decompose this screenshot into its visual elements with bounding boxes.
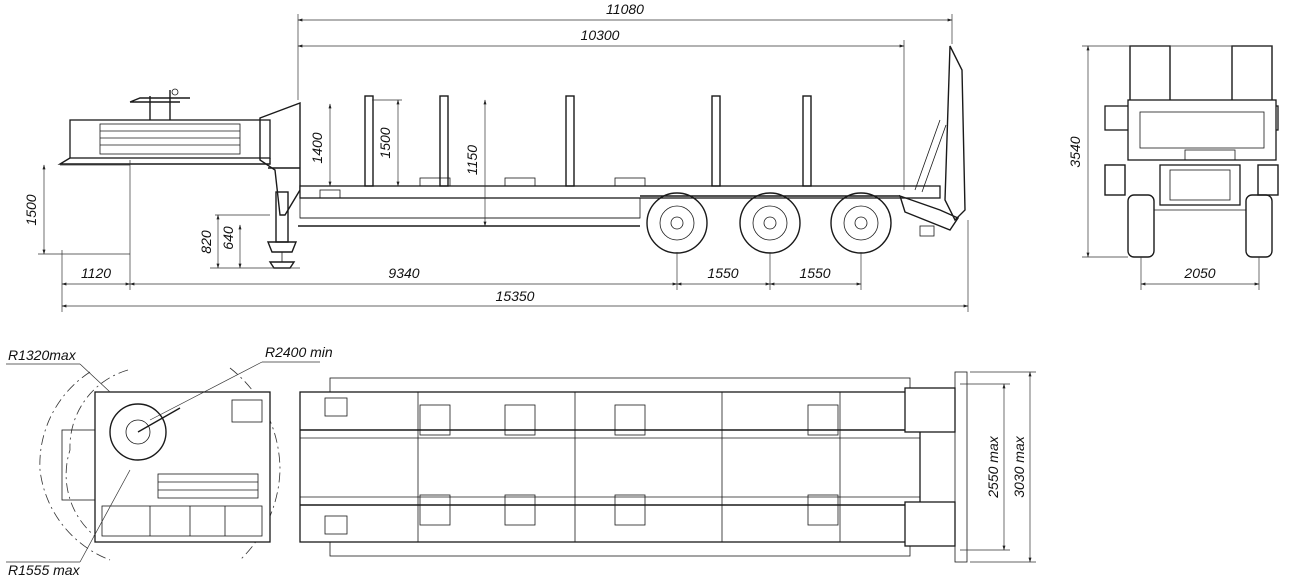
- dim-neck-height: 1400: [309, 132, 325, 163]
- top-view: 2550 max 3030 max R1320max R2400 min R15…: [6, 344, 1036, 578]
- main-deck: [298, 177, 941, 227]
- radius-front-max: R1320max: [8, 347, 77, 363]
- tractor-coupling: [57, 88, 271, 165]
- dim-leg-640: 640: [220, 226, 236, 250]
- dim-axle-spacing-1: 1550: [707, 265, 738, 281]
- dim-overall-length: 15350: [496, 288, 535, 304]
- dim-axle-spacing-2: 1550: [799, 265, 830, 281]
- dim-platform-length: 10300: [581, 27, 620, 43]
- dim-stake-height: 1500: [377, 127, 393, 158]
- dim-width-inner: 2550 max: [985, 435, 1001, 498]
- dim-kingpin-height: 1500: [23, 194, 39, 225]
- side-view: 11080 10300 1400 1500 1150 1500 820 640: [23, 1, 969, 312]
- ramps: [898, 45, 966, 237]
- dim-leg-820: 820: [198, 230, 214, 254]
- dim-deck-to-stake: 1150: [464, 145, 480, 175]
- gooseneck: [259, 101, 301, 216]
- dim-rear-height: 3540: [1067, 136, 1083, 167]
- side-dimensions: 11080 10300 1400 1500 1150 1500 820 640: [23, 1, 969, 312]
- radius-turn-min: R2400 min: [265, 344, 333, 360]
- radius-rear-max: R1555 max: [8, 562, 81, 578]
- dim-overall-top: 11080: [606, 1, 644, 17]
- dim-width-outer: 3030 max: [1011, 435, 1027, 497]
- rear-view: 3540 2050: [1067, 45, 1279, 290]
- dim-kingpin-to-axle: 9340: [388, 265, 419, 281]
- dim-track-width: 2050: [1183, 265, 1215, 281]
- stakes: [364, 95, 812, 187]
- wheels: [640, 192, 900, 254]
- dim-front-overhang: 1120: [81, 265, 111, 281]
